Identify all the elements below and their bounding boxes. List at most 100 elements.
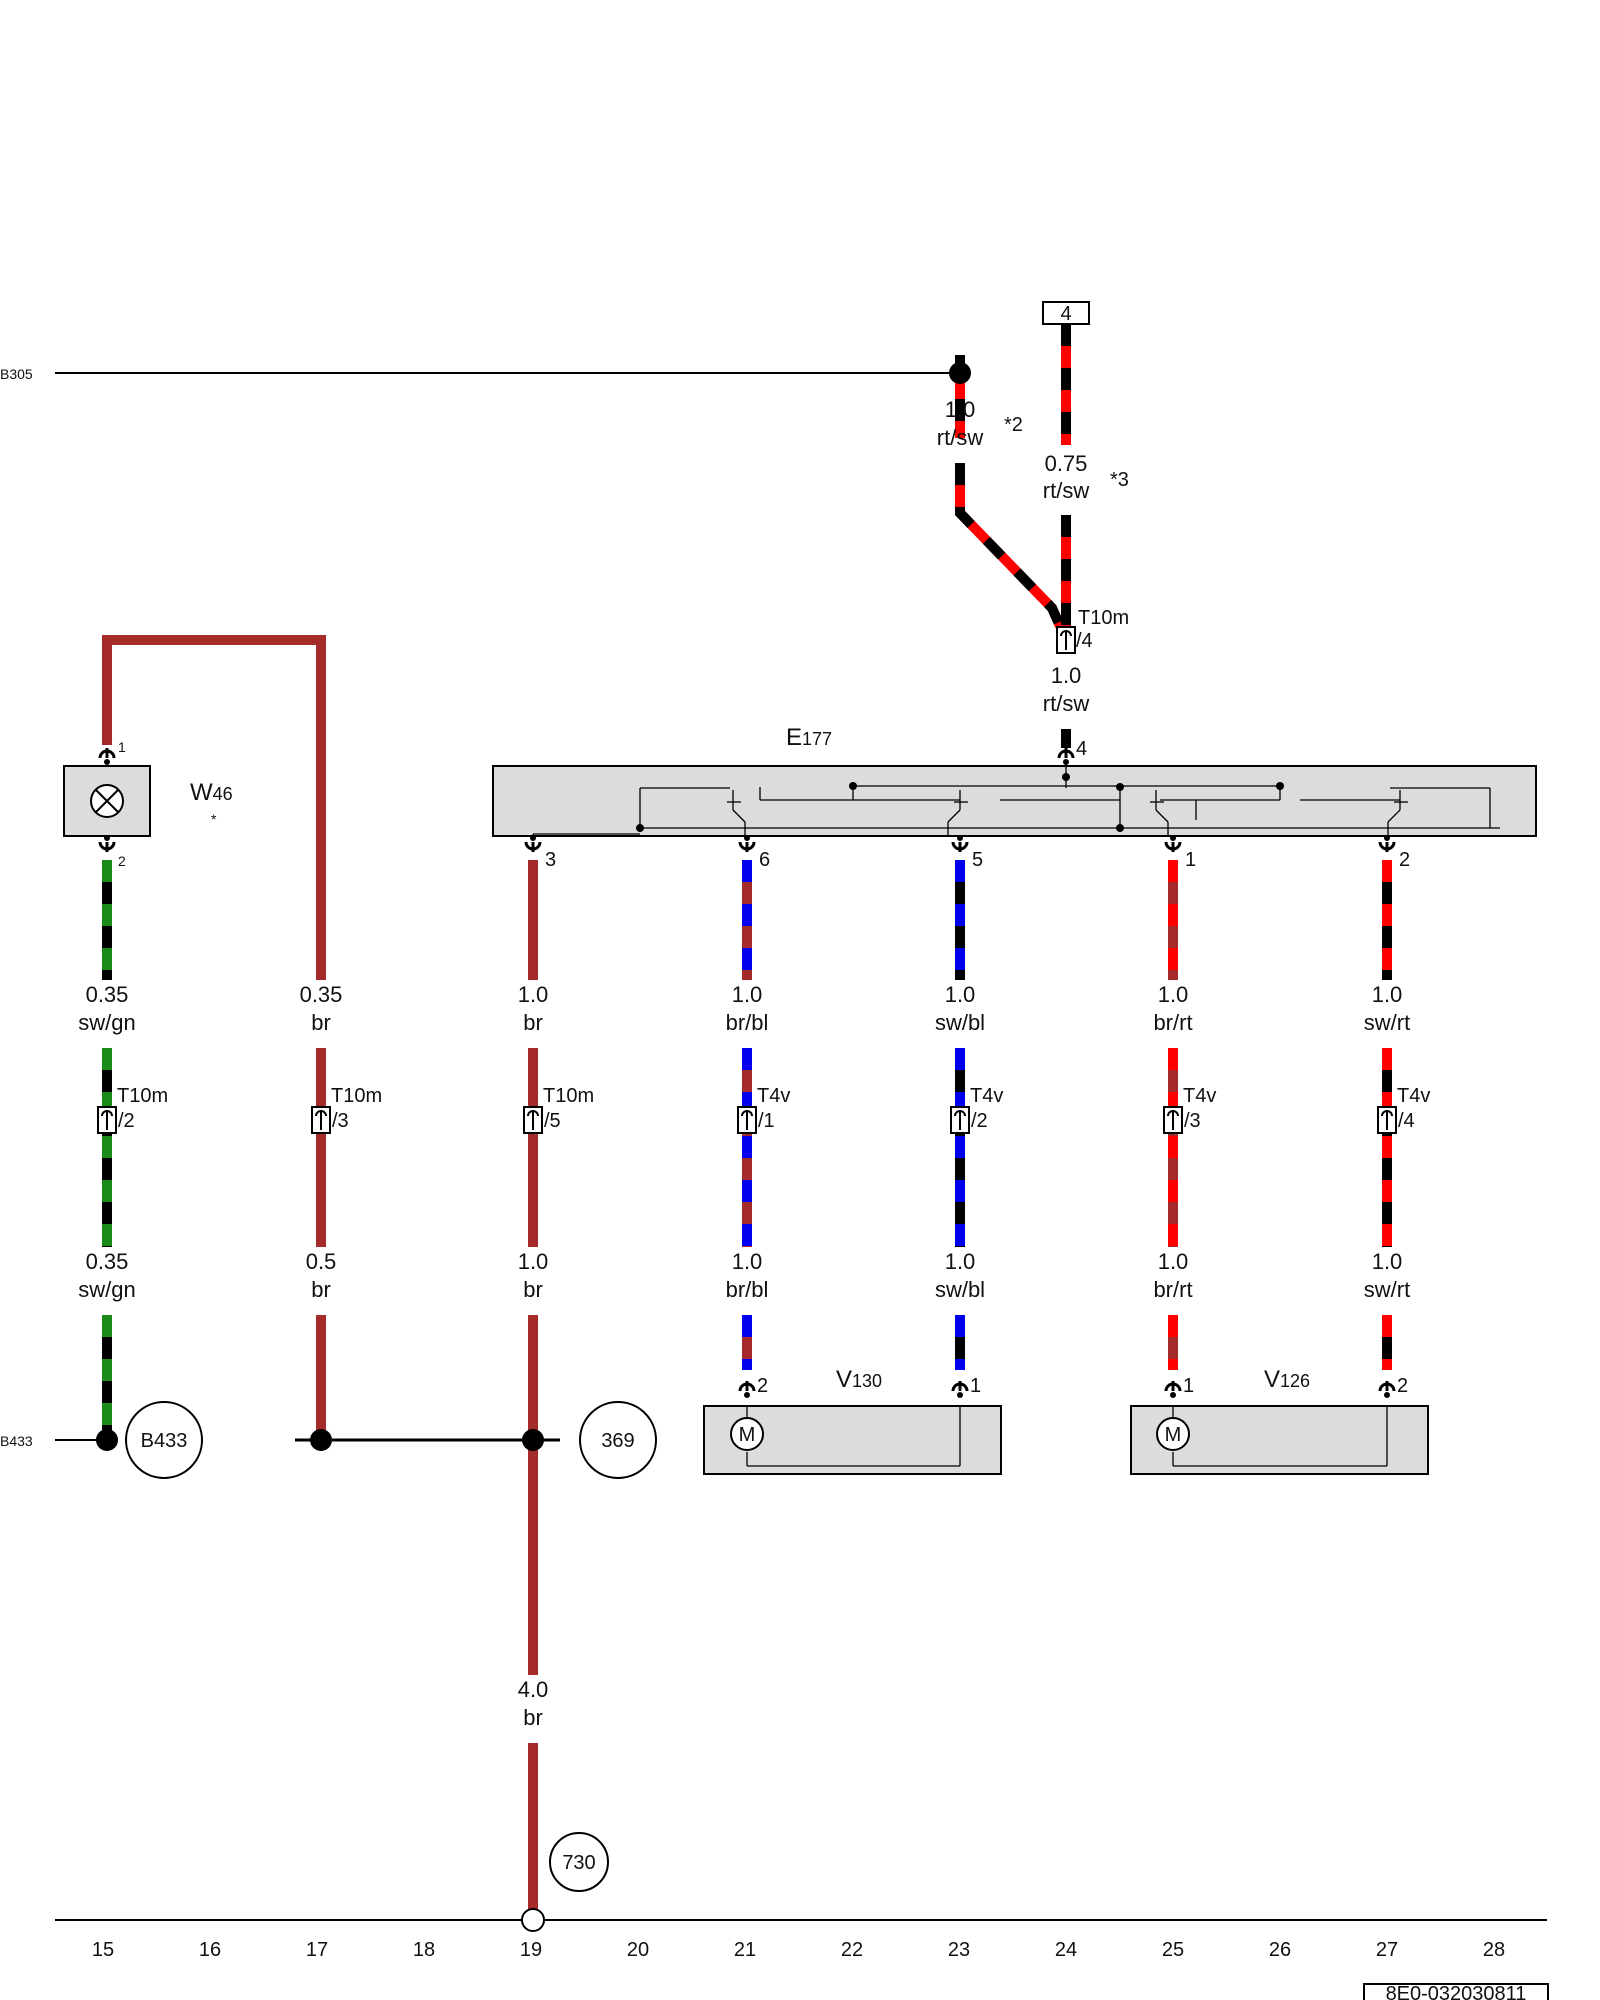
connector-t10m [523,1106,543,1134]
wire-color: br [523,1010,543,1035]
connector-name: T4v [970,1085,1003,1107]
v126-pin1-plug [1164,1379,1182,1400]
connector-name: T4v [757,1085,790,1107]
e177-pin-label: 5 [972,849,983,871]
v126-label: V126 [1264,1366,1310,1393]
track-number: 21 [734,1939,756,1961]
track-number: 18 [413,1939,435,1961]
b433-label: B433 [0,1433,33,1449]
motor-icon: M [1156,1417,1190,1451]
e177-pin-plug [738,833,756,854]
v126-pin-right: 2 [1397,1375,1408,1397]
doc-id: 8E0-032030811 [1386,1983,1527,2000]
connector-t10m-4-name: T10m [1078,607,1129,629]
wire-top-right-gauge: 0.75 [1045,451,1088,476]
wire-gauge: 4.0 [518,1677,549,1702]
connector-name: T4v [1397,1085,1430,1107]
wire-color: sw/gn [78,1277,135,1302]
e177-pin-plug [1164,833,1182,854]
connector-t10m-4-pin: /4 [1076,630,1093,652]
wire-gauge: 1.0 [1372,982,1403,1007]
v130-pin-left: 2 [757,1375,768,1397]
wire-color: br [311,1277,331,1302]
e177-pin-plug [951,833,969,854]
v130-pin1-plug [951,1379,969,1400]
v130-label: V130 [836,1366,882,1393]
connector-pin: /5 [544,1110,561,1132]
connector-pin: /2 [118,1110,135,1132]
connector-t10m [97,1106,117,1134]
motor-icon: M [730,1417,764,1451]
ref-b433-text: B433 [141,1430,188,1452]
wire-gauge: 1.0 [1372,1249,1403,1274]
wire-top-right-color: rt/sw [1043,478,1090,503]
e177-pin4: 4 [1076,738,1087,760]
wire-color: sw/rt [1364,1277,1410,1302]
connector-pin: /4 [1398,1110,1415,1132]
e177-pin-plug [1378,833,1396,854]
v126-pin-left: 1 [1183,1375,1194,1397]
wire-color: br/rt [1153,1010,1192,1035]
wire-gauge: 1.0 [945,1249,976,1274]
wire-gauge: 0.35 [86,982,129,1007]
connector-t4v [737,1106,757,1134]
splice-b433 [96,1429,118,1451]
e177-pin-label: 3 [545,849,556,871]
e177-pin-plug [524,833,542,854]
ref-circle-b433 [125,1401,203,1479]
doc-id-box [1363,1983,1549,2000]
connector-t4v [1163,1106,1183,1134]
connector-name: T10m [331,1085,382,1107]
wire-top-right-note: *3 [1110,469,1129,491]
wire-gauge: 1.0 [945,982,976,1007]
w46-pin1: 1 [118,739,126,755]
e177-pin-label: 6 [759,849,770,871]
connector-name: T10m [543,1085,594,1107]
e177-pin-label: 2 [1399,849,1410,871]
w46-pin2: 2 [118,853,126,869]
track-number: 26 [1269,1939,1291,1961]
w46-star: * [211,811,217,827]
ref-730-text: 730 [562,1852,595,1874]
connector-name: T4v [1183,1085,1216,1107]
wire-color: sw/bl [935,1277,985,1302]
wire-color: br/rt [1153,1277,1192,1302]
splice-col19 [522,1429,544,1451]
track-number: 15 [92,1939,114,1961]
connector-name: T10m [117,1085,168,1107]
connector-t4v [1377,1106,1397,1134]
wire-merge-color: rt/sw [1043,691,1090,716]
connector-t10m-4 [1056,626,1076,654]
e177-label: E177 [786,724,832,751]
v126-pin2-plug [1378,1379,1396,1400]
splice-b305 [949,362,971,384]
wire-gauge: 0.35 [86,1249,129,1274]
svg-text:M: M [1165,1424,1182,1446]
wire-gauge: 1.0 [1158,1249,1189,1274]
track-number: 22 [841,1939,863,1961]
wire-color: br/bl [726,1277,769,1302]
v126-internal [1172,1406,1388,1467]
wire-gauge: 1.0 [1158,982,1189,1007]
wire-gauge: 1.0 [518,982,549,1007]
wire-gauge: 1.0 [518,1249,549,1274]
wire-gauge: 0.5 [306,1249,337,1274]
b305-label: B305 [0,366,33,382]
wire-top-left-color: rt/sw [937,425,984,450]
connector-t4v [950,1106,970,1134]
ref-369-text: 369 [601,1430,634,1452]
connector-pin: /3 [1184,1110,1201,1132]
connector-pin: /1 [758,1110,775,1132]
v130-pin2-plug [738,1379,756,1400]
wire-merge-gauge: 1.0 [1051,663,1082,688]
v130-internal [746,1406,961,1467]
connector-pin: /2 [971,1110,988,1132]
wire-w46-loop [102,635,326,980]
track-number: 19 [520,1939,542,1961]
wire-gauge: 1.0 [732,982,763,1007]
